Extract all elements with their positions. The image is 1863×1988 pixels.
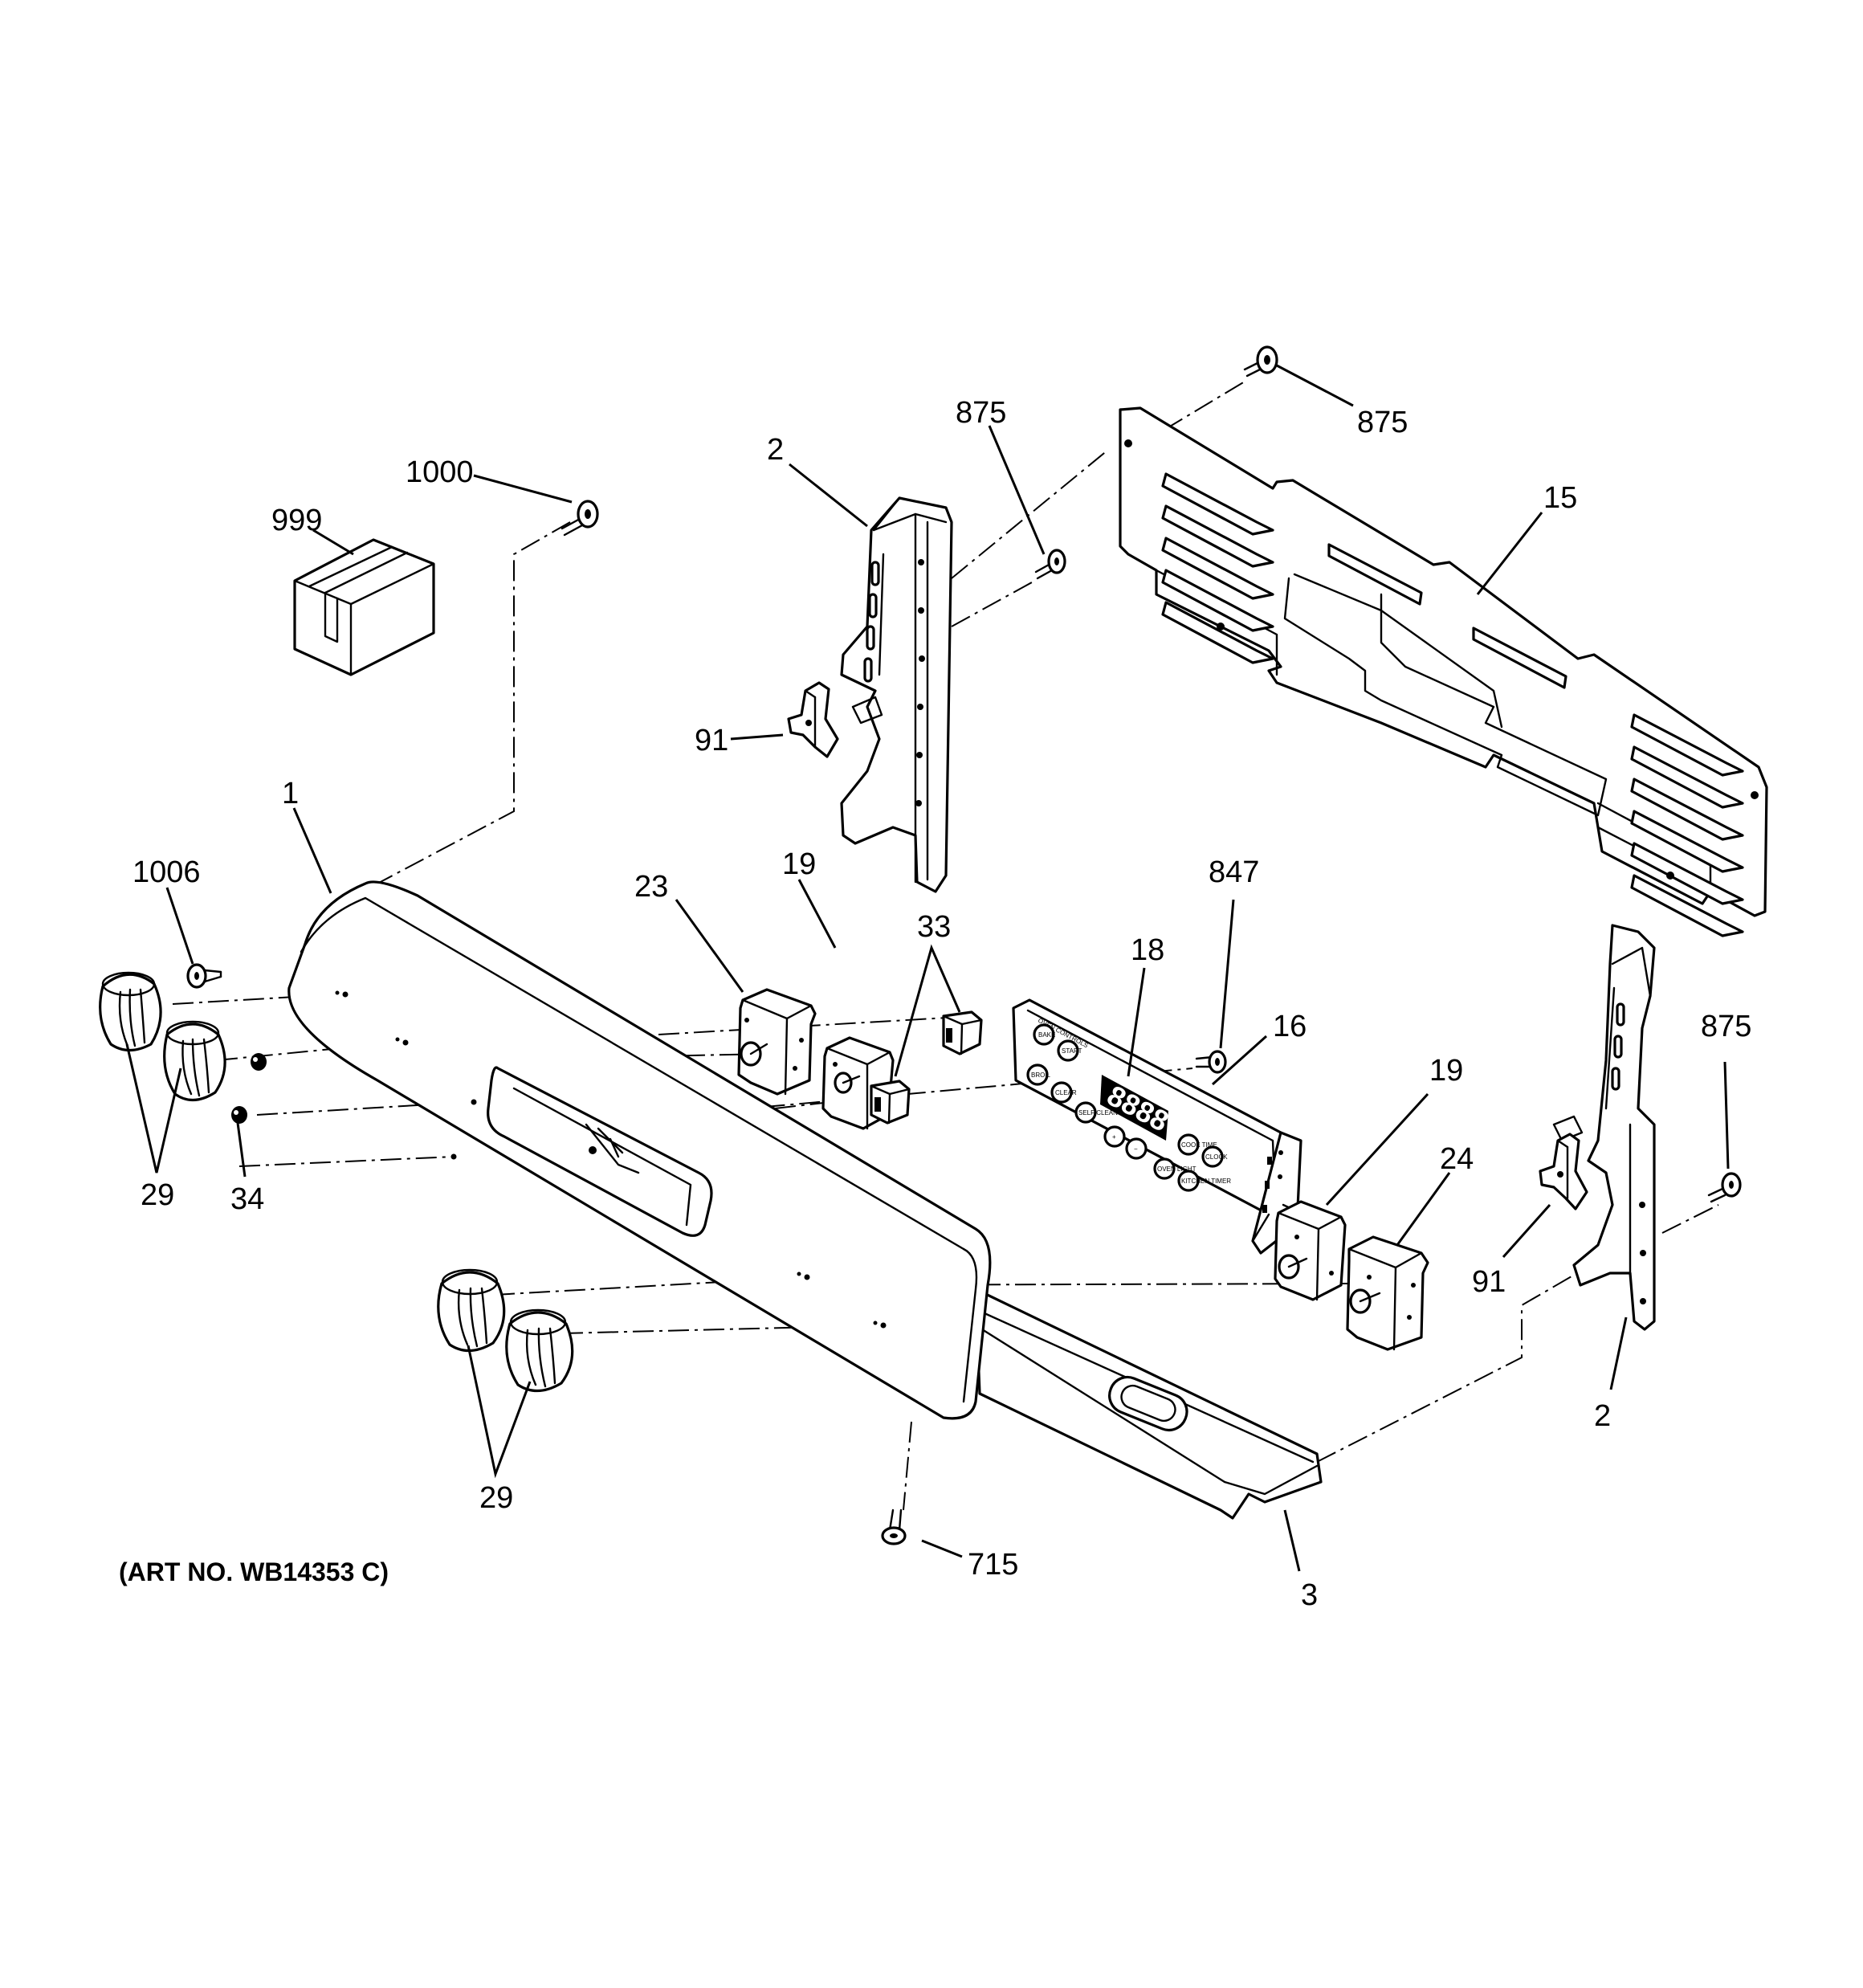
part-1-control-panel[interactable] — [287, 880, 992, 1420]
clear-pad-label: CLEAR — [1055, 1089, 1077, 1096]
label-19-left: 19 — [782, 847, 816, 881]
bake-pad[interactable] — [1033, 1023, 1055, 1046]
control-side-tabs — [1262, 1150, 1283, 1213]
cook-time-pad[interactable] — [1177, 1133, 1200, 1156]
label-91-right: 91 — [1472, 1265, 1506, 1299]
clock-pad[interactable] — [1201, 1145, 1224, 1168]
label-24: 24 — [1440, 1142, 1474, 1176]
clock-pad-label: CLOCK — [1205, 1153, 1228, 1161]
label-18: 18 — [1131, 933, 1164, 967]
art-number: (ART NO. WB14353 C) — [119, 1557, 389, 1586]
part-2-left-bracket[interactable] — [840, 496, 953, 893]
cook-time-pad-label: COOK TIME — [1181, 1141, 1217, 1149]
vent-slots — [1161, 472, 1744, 937]
label-33: 33 — [917, 910, 951, 944]
label-34: 34 — [230, 1182, 264, 1216]
label-2-top: 2 — [767, 433, 784, 467]
switch-23[interactable] — [737, 988, 817, 1096]
clear-pad[interactable] — [1050, 1081, 1073, 1104]
label-16: 16 — [1273, 1010, 1307, 1043]
label-1: 1 — [282, 777, 299, 810]
screw-1000-icon[interactable] — [561, 500, 599, 537]
minus-pad-label: − — [1134, 1145, 1138, 1153]
label-19-right: 19 — [1429, 1054, 1463, 1088]
switch-24[interactable] — [1346, 1235, 1429, 1351]
start-pad[interactable] — [1057, 1039, 1079, 1062]
knob-29-bottom-a[interactable] — [437, 1268, 506, 1353]
part-15-rear-panel[interactable] — [1119, 406, 1768, 937]
self-clean-pad[interactable] — [1074, 1101, 1097, 1124]
knob-29-left-a[interactable] — [99, 971, 162, 1052]
broil-pad[interactable] — [1026, 1063, 1049, 1086]
leader-lines — [125, 364, 1730, 1572]
touch-buttons: BAKE START BROIL CLEAR SELF CLEAN + − OV… — [1026, 1023, 1231, 1192]
switch-19-right[interactable] — [1274, 1200, 1347, 1301]
minus-pad[interactable] — [1125, 1137, 1148, 1160]
label-1000: 1000 — [406, 455, 474, 489]
knob-29-left-b[interactable] — [163, 1020, 226, 1102]
part-91-left-clip[interactable] — [787, 681, 839, 758]
screw-715-icon[interactable] — [881, 1508, 907, 1545]
label-2-bottom: 2 — [1594, 1399, 1611, 1433]
label-15: 15 — [1543, 481, 1577, 515]
kitchen-timer-pad-label: KITCHEN TIMER — [1181, 1178, 1231, 1185]
label-875-top-right: 875 — [1357, 406, 1408, 439]
label-1006: 1006 — [132, 855, 201, 889]
screw-875-top-icon[interactable] — [1034, 549, 1066, 580]
switch-33-top[interactable] — [942, 1010, 983, 1055]
label-29-left: 29 — [141, 1178, 174, 1212]
switch-33-bottom[interactable] — [870, 1080, 911, 1125]
start-pad-label: START — [1062, 1047, 1082, 1055]
label-999: 999 — [271, 504, 322, 537]
plus-pad[interactable] — [1103, 1125, 1126, 1148]
callout-labels: 1000 999 2 875 875 15 91 1 1006 23 19 33… — [132, 396, 1751, 1612]
label-847: 847 — [1209, 855, 1259, 889]
part-16-electronic-control[interactable]: OVEN CONTROLS 8888 BAKE START BROIL CLEA… — [1012, 998, 1302, 1255]
label-91-left: 91 — [695, 724, 728, 757]
kitchen-timer-pad[interactable] — [1177, 1170, 1200, 1192]
screw-875-right-icon[interactable] — [1707, 1172, 1742, 1203]
self-clean-pad-label: SELF CLEAN — [1078, 1109, 1118, 1116]
label-875-right: 875 — [1701, 1010, 1751, 1043]
knob-29-bottom-b[interactable] — [505, 1308, 574, 1393]
screw-847-icon[interactable] — [1195, 1050, 1227, 1074]
part-3-trim[interactable] — [974, 1288, 1323, 1520]
part-999-box[interactable] — [293, 538, 435, 676]
screw-1006-icon[interactable] — [186, 963, 222, 989]
broil-pad-label: BROIL — [1031, 1072, 1051, 1079]
plus-pad-label: + — [1112, 1133, 1116, 1141]
oven-light-pad-label: OVEN LIGHT — [1157, 1165, 1196, 1173]
label-715: 715 — [968, 1548, 1018, 1582]
part-91-right-clip[interactable] — [1539, 1133, 1588, 1210]
bake-pad-label: BAKE — [1038, 1031, 1055, 1039]
screw-875-top-right-icon[interactable] — [1243, 345, 1278, 378]
bushing-34-icon[interactable] — [231, 1053, 267, 1124]
label-875-top: 875 — [956, 396, 1006, 430]
label-23: 23 — [634, 870, 668, 904]
label-29-bottom: 29 — [479, 1481, 513, 1515]
oven-light-pad[interactable] — [1153, 1157, 1176, 1180]
part-2-right-bracket[interactable] — [1552, 924, 1656, 1331]
label-3: 3 — [1301, 1578, 1318, 1612]
